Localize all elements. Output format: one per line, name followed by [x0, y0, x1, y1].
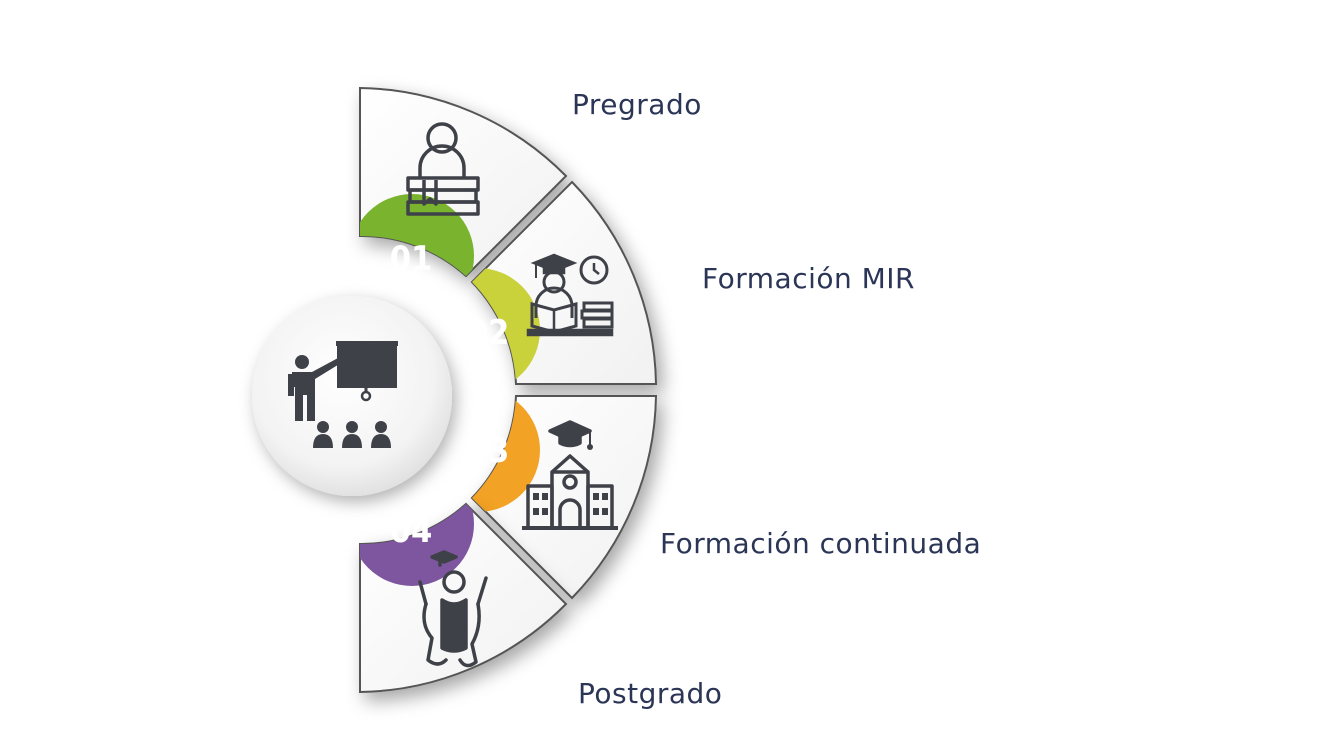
student-with-books-icon	[406, 122, 480, 216]
label-postgrado: Postgrado	[578, 677, 723, 710]
segment-number-02: 02	[467, 313, 510, 353]
segment-number-03: 03	[467, 431, 510, 471]
segment-number-01: 01	[390, 239, 433, 279]
label-formacion-mir: Formación MIR	[702, 262, 916, 295]
teacher-presentation-icon	[288, 341, 398, 448]
celebrating-graduate-icon	[418, 550, 488, 668]
label-formacion-continuada: Formación continuada	[660, 527, 982, 560]
university-building-icon	[522, 420, 618, 530]
graduate-reading-clock-icon	[526, 253, 614, 337]
segment-number-04: 04	[390, 511, 433, 551]
label-pregrado: Pregrado	[572, 88, 702, 121]
center-circle	[252, 296, 452, 496]
